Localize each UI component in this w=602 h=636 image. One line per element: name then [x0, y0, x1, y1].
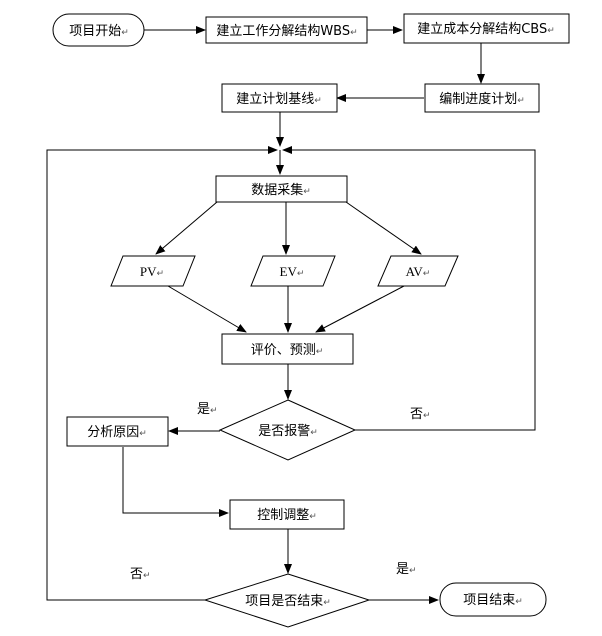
- node-alarm: 是否报警↵: [218, 399, 357, 461]
- svg-text:是否报警↵: 是否报警↵: [258, 423, 318, 439]
- edge-pv-evaluate: [167, 285, 247, 333]
- node-start: 项目开始↵: [52, 13, 145, 47]
- node-end-label: 项目结束: [463, 593, 515, 608]
- svg-text:项目是否结束↵: 项目是否结束↵: [245, 594, 331, 609]
- node-ev: EV↵: [250, 255, 336, 287]
- svg-text:建立工作分解结构WBS↵: 建立工作分解结构WBS↵: [216, 24, 357, 39]
- label-end-yes: 是: [396, 562, 409, 577]
- svg-text:EV↵: EV↵: [280, 264, 305, 279]
- svg-text:数据采集↵: 数据采集↵: [251, 182, 311, 198]
- label-end-no: 否: [130, 567, 143, 582]
- svg-text:PV↵: PV↵: [140, 264, 164, 279]
- node-control-label: 控制调整: [257, 508, 309, 523]
- node-pv: PV↵: [110, 255, 196, 287]
- edge-end-no-loop: [46, 146, 278, 601]
- label-alarm-yes: 是: [197, 402, 210, 417]
- node-project-end-decision-label: 项目是否结束: [245, 594, 323, 609]
- svg-text:分析原因↵: 分析原因↵: [87, 425, 147, 440]
- svg-text:项目开始↵: 项目开始↵: [69, 24, 129, 39]
- svg-text:建立计划基线↵: 建立计划基线↵: [236, 92, 322, 107]
- svg-text:AV↵: AV↵: [406, 264, 431, 279]
- svg-text:是↵: 是↵: [197, 402, 218, 417]
- node-pv-label: PV: [140, 264, 157, 279]
- node-wbs: 建立工作分解结构WBS↵: [205, 16, 368, 44]
- node-collect-label: 数据采集: [251, 182, 303, 198]
- node-cbs: 建立成本分解结构CBS↵: [403, 13, 570, 44]
- svg-text:否↵: 否↵: [410, 407, 431, 422]
- node-schedule: 编制进度计划↵: [424, 83, 540, 113]
- node-baseline-label: 建立计划基线: [236, 92, 314, 107]
- svg-text:控制调整↵: 控制调整↵: [257, 508, 317, 523]
- node-wbs-label: 建立工作分解结构WBS: [216, 24, 350, 39]
- node-ev-label: EV: [280, 264, 298, 279]
- node-start-label: 项目开始: [69, 24, 121, 39]
- node-evaluate: 评价、预测↵: [221, 333, 354, 365]
- edge-collect-pv: [155, 201, 218, 255]
- node-alarm-label: 是否报警: [258, 423, 310, 439]
- node-control: 控制调整↵: [229, 499, 345, 530]
- node-av-label: AV: [406, 264, 424, 279]
- svg-text:项目结束↵: 项目结束↵: [463, 593, 523, 608]
- edges: [46, 26, 536, 604]
- edge-alarm-no-loop: [282, 146, 536, 431]
- node-end: 项目结束↵: [439, 582, 547, 617]
- svg-text:编制进度计划↵: 编制进度计划↵: [439, 91, 525, 107]
- node-analyze: 分析原因↵: [66, 416, 169, 447]
- label-alarm-no: 否: [410, 407, 423, 422]
- svg-text:建立成本分解结构CBS↵: 建立成本分解结构CBS↵: [417, 22, 555, 37]
- node-schedule-label: 编制进度计划: [439, 91, 517, 107]
- node-av: AV↵: [377, 255, 459, 287]
- edge-av-evaluate: [315, 285, 405, 333]
- svg-text:否↵: 否↵: [130, 567, 151, 582]
- node-cbs-label: 建立成本分解结构CBS: [417, 22, 547, 37]
- node-evaluate-label: 评价、预测: [251, 343, 316, 358]
- node-analyze-label: 分析原因: [87, 425, 139, 440]
- node-collect: 数据采集↵: [215, 175, 348, 203]
- node-project-end-decision: 项目是否结束↵: [203, 573, 371, 628]
- svg-text:评价、预测↵: 评价、预测↵: [251, 343, 324, 358]
- node-baseline: 建立计划基线↵: [221, 83, 338, 113]
- edge-collect-av: [345, 201, 422, 255]
- edge-analyze-control: [122, 447, 229, 517]
- svg-text:是↵: 是↵: [396, 562, 417, 577]
